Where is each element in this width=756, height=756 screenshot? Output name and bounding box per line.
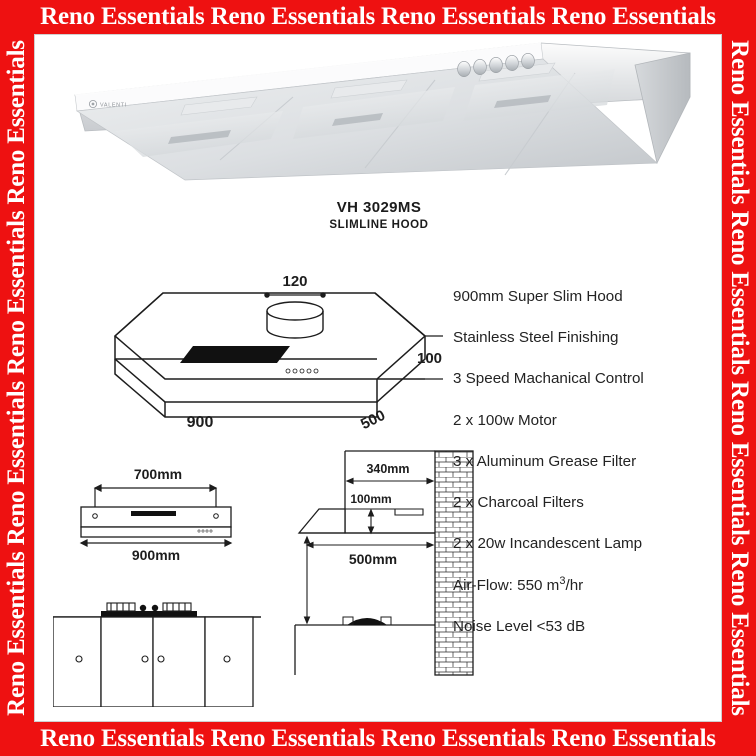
installation-side-view-drawing: 340mm 100mm xyxy=(294,450,474,676)
spec-item: Stainless Steel Finishing xyxy=(453,329,721,347)
brick-wall xyxy=(434,450,474,676)
spec-text: 3 Speed Machanical Control xyxy=(453,370,644,388)
cooktop-unit xyxy=(101,602,197,617)
dim-width: 900 xyxy=(187,414,214,431)
spec-text: Air-Flow: 550 m xyxy=(453,576,560,594)
isometric-hood-drawing: 120 100 900 500 xyxy=(113,273,443,431)
dim-overall-width: 900mm xyxy=(132,547,180,563)
model-subtitle: SLIMLINE HOOD xyxy=(329,219,429,231)
spec-item: 900mm Super Slim Hood xyxy=(453,288,721,306)
spec-text: 2 x 20w Incandescent Lamp xyxy=(453,535,643,553)
dim-hood-depth: 500mm xyxy=(349,551,397,567)
svg-text:VALENTI: VALENTI xyxy=(100,103,127,109)
spec-suffix: /hr xyxy=(565,576,584,594)
kitchen-cabinet-elevation-drawing xyxy=(53,602,261,707)
spec-text: 2 x Charcoal Filters xyxy=(453,494,584,512)
spec-text: Noise Level <53 dB xyxy=(453,617,586,635)
spec-superscript: 3 xyxy=(559,574,566,587)
spec-text: 3 x Aluminum Grease Filter xyxy=(453,452,637,470)
watermark-band-top: Reno Essentials Reno Essentials Reno Ess… xyxy=(40,3,716,30)
spec-text: Stainless Steel Finishing xyxy=(453,329,619,347)
brand-logo: VALENTI xyxy=(88,99,127,109)
model-title-block: VH 3029MS SLIMLINE HOOD xyxy=(35,199,721,231)
front-elevation-drawing: 700mm xyxy=(79,466,233,563)
content-panel: VALENTI VH 3029MS SLIMLINE HOOD xyxy=(34,34,722,722)
spec-item: 2 x Charcoal Filters xyxy=(453,494,721,512)
model-name: VH 3029MS xyxy=(336,199,422,216)
hob-burner xyxy=(342,616,392,626)
watermark-band-right: Reno Essentials Reno Essentials Reno Ess… xyxy=(726,40,753,716)
spec-text: 900mm Super Slim Hood xyxy=(453,288,623,305)
watermark-band-bottom: Reno Essentials Reno Essentials Reno Ess… xyxy=(40,725,716,752)
dim-duct-height: 100mm xyxy=(350,492,391,506)
dim-duct-diameter: 120 xyxy=(282,273,307,290)
spec-item: 2 x 100w Motor xyxy=(453,411,721,430)
spec-item: 3 x Aluminum Grease Filter xyxy=(453,452,721,471)
dim-duct-offset: 340mm xyxy=(366,462,409,476)
spec-item: Air-Flow: 550 m3/hr xyxy=(453,575,721,595)
spec-item: Noise Level <53 dB xyxy=(453,617,721,636)
dim-mounting-span: 700mm xyxy=(134,466,182,482)
product-photo: VALENTI xyxy=(74,42,691,181)
spec-item: 2 x 20w Incandescent Lamp xyxy=(453,535,721,553)
watermark-band-left: Reno Essentials Reno Essentials Reno Ess… xyxy=(3,40,30,716)
dim-height: 100 xyxy=(417,350,442,367)
hood-control-buttons xyxy=(457,53,535,77)
dim-depth: 500 xyxy=(358,407,388,431)
spec-text: 2 x 100w Motor xyxy=(453,411,557,429)
spec-item: 3 Speed Machanical Control xyxy=(453,371,721,388)
